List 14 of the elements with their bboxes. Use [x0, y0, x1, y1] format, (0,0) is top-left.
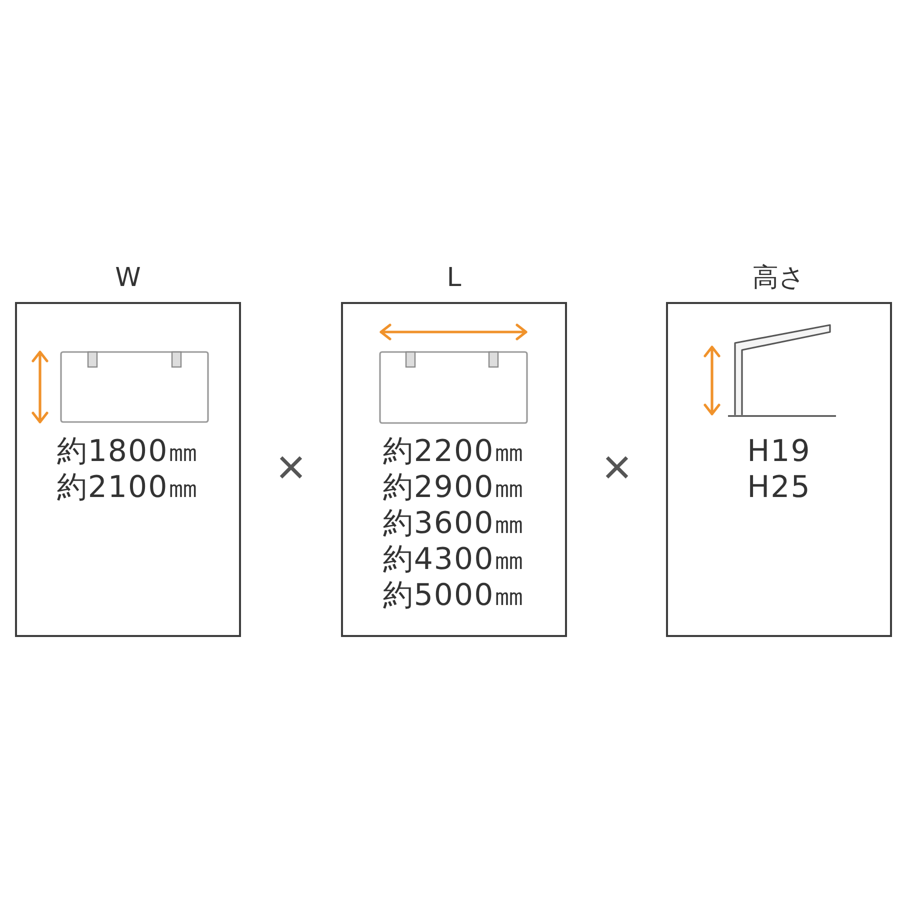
dimension-value: H25 — [747, 471, 811, 505]
multiply-sign: × — [276, 442, 306, 492]
panel-heading: L — [446, 263, 462, 293]
dimension-value: 約2200㎜ — [382, 435, 526, 469]
multiply-sign: × — [602, 442, 632, 492]
dimension-value: 約2100㎜ — [56, 471, 200, 505]
dimension-value: 約2900㎜ — [382, 471, 526, 505]
dimension-value: 約3600㎜ — [382, 507, 526, 541]
panel-heading: 高さ — [752, 263, 806, 293]
dimension-value: 約4300㎜ — [382, 543, 526, 577]
panel-heading: W — [115, 263, 141, 293]
dimension-value: 約5000㎜ — [382, 579, 526, 613]
dimension-value: 約1800㎜ — [56, 435, 200, 469]
dimension-value: H19 — [747, 435, 811, 469]
